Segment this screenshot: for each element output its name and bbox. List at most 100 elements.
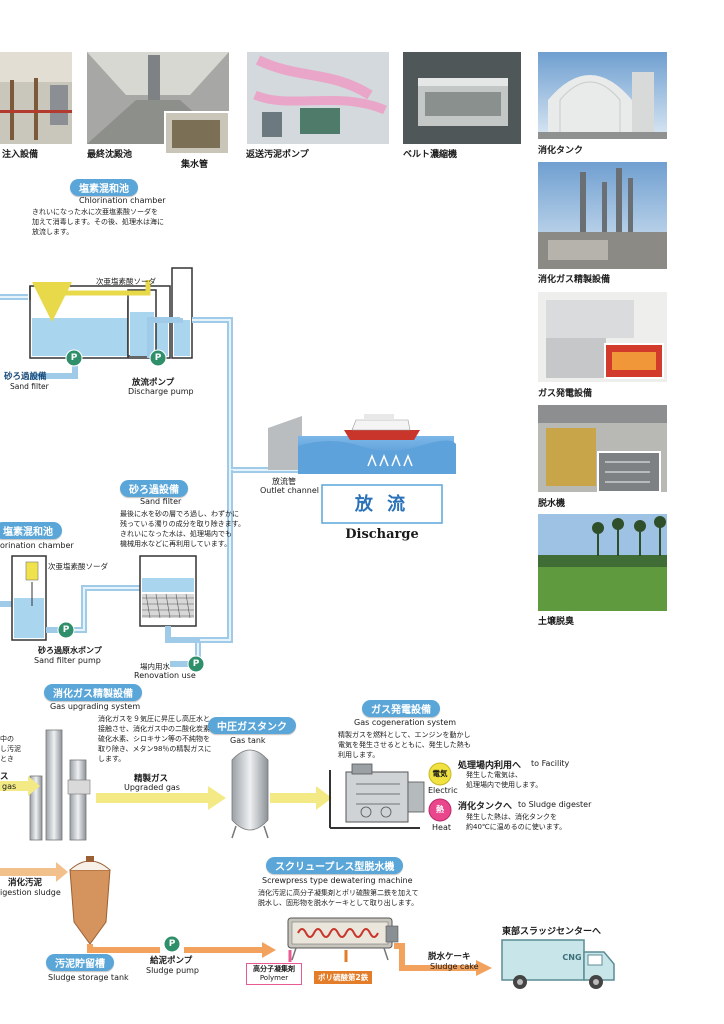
cogeneration-desc-1: 精製ガスを燃料として、エンジンを動かし: [338, 731, 471, 739]
discharge-pump-en: Discharge pump: [128, 387, 194, 396]
discharge-en: Discharge: [345, 527, 419, 542]
caption-soil-deodorization: 土壌脱臭: [538, 617, 575, 627]
heat-en: Heat: [432, 823, 451, 832]
cogeneration-desc-3: 利用します。: [338, 751, 380, 759]
chlorination-top-en: Chlorination chamber: [79, 196, 166, 205]
cogeneration-engine: [329, 762, 452, 829]
digestion-gas-left-en: gas: [2, 782, 17, 791]
to-sludge-center: 東部スラッジセンターへ: [502, 927, 602, 937]
photo-final-clarifier: [87, 52, 230, 155]
caption-collector-pipe: 集水管: [181, 160, 209, 170]
sand-filter-pump-jp: 砂ろ過原水ポンプ: [38, 646, 102, 655]
chlorination-top-title: 塩素混和池: [70, 179, 138, 196]
to-digester-desc-1: 発生した熱は、消化タンクを: [466, 813, 557, 821]
pump-label-sand-return: P: [70, 353, 78, 363]
storage-tank-title: 汚泥貯留槽: [46, 954, 114, 971]
discharge-pump-jp: 放流ポンプ: [132, 378, 175, 388]
discharge-jp: 放 流: [354, 494, 410, 515]
photo-soil-deodorization: [538, 514, 667, 611]
photo-dewatering-machine: [538, 405, 667, 493]
discharge-box: [321, 484, 443, 524]
caption-digestion-tank: 消化タンク: [538, 146, 584, 156]
gas-upgrading-columns: [0, 729, 226, 841]
photo-belt-thickener: [403, 52, 521, 144]
caption-return-sludge-pump: 返送汚泥ポンプ: [246, 150, 309, 160]
pump-label-discharge: P: [154, 353, 162, 363]
chlorination-top-desc-1: きれいになった水に次亜塩素酸ソーダを: [32, 208, 158, 216]
electric-badge-label: 電気: [432, 769, 448, 778]
storage-tank-en: Sludge storage tank: [48, 973, 129, 982]
sand-filter-desc-1: 最後に水を砂の層でろ過し、わずかに: [120, 510, 239, 518]
photo-digestion-tank: [538, 52, 667, 139]
upgraded-gas-jp: 精製ガス: [134, 774, 169, 784]
sand-filter-desc-4: 機械用水などに再利用しています。: [120, 540, 232, 548]
cogeneration-en: Gas cogeneration system: [354, 718, 457, 727]
photo-gas-upgrading: [538, 162, 667, 269]
chlorination-mid-title: 塩素混和池: [0, 522, 62, 539]
truck-icon: [501, 939, 615, 989]
sludge-storage-tank: [0, 856, 276, 958]
pump-label-sand-filter: P: [62, 625, 70, 635]
polymer-box: 高分子凝集剤 Polymer: [246, 963, 302, 985]
to-digester-jp: 消化タンクへ: [458, 802, 513, 812]
to-facility-en: to Facility: [531, 759, 570, 768]
chlorination-top-desc-3: 放流します。: [32, 228, 74, 236]
sand-filter-top-en: Sand filter: [10, 382, 49, 391]
gas-upgrading-en: Gas upgrading system: [50, 702, 141, 711]
chlorination-chamber-mid: [0, 555, 47, 641]
sludge-pump-jp: 給泥ポンプ: [150, 956, 193, 966]
sludge-pump-en: Sludge pump: [146, 966, 200, 975]
sand-filter-chemical: 次亜塩素酸ソーダ: [48, 562, 108, 571]
renovation-use-en: Renovation use: [134, 671, 196, 680]
cogeneration-desc-2: 電気を発生させるとともに、発生した熱も: [338, 741, 471, 749]
digestion-gas-left-jp: ス: [0, 772, 9, 782]
polymer-jp: 高分子凝集剤: [253, 965, 295, 973]
ferric-sulfate-box: ポリ硫酸第2鉄: [314, 971, 373, 984]
digested-sludge-en: igestion sludge: [0, 888, 61, 897]
sand-filter-top-jp: 砂ろ過設備: [4, 372, 47, 382]
gas-upgrading-left-1: 中の: [0, 735, 14, 743]
pump-label-renovation: P: [192, 659, 200, 669]
sand-filter-title: 砂ろ過設備: [120, 480, 188, 497]
pump-icon-sand-return: [65, 349, 83, 367]
photo-gas-generator: [538, 292, 667, 382]
outlet-channel-en: Outlet channel: [260, 486, 319, 495]
gas-upgrading-left-2: し汚泥: [0, 745, 21, 753]
sand-filter-en: Sand filter: [140, 497, 182, 506]
gas-tank-en: Gas tank: [230, 736, 266, 745]
gas-upgrading-desc-5: します。: [98, 755, 126, 763]
renovation-use-jp: 場内用水: [140, 662, 170, 671]
digested-sludge-jp: 消化汚泥: [8, 878, 43, 888]
gas-tank-title: 中圧ガスタンク: [208, 717, 296, 734]
gas-upgrading-desc-4: 取り除き、メタン98％の精製ガスに: [98, 745, 212, 753]
pump-icon-sand-filter: [57, 621, 75, 639]
sand-filter-pump-en: Sand filter pump: [34, 656, 101, 665]
chlorination-top-desc-2: 加えて消毒します。その後、処理水は海に: [32, 218, 164, 226]
dewatering-title: スクリュープレス型脱水機: [266, 857, 404, 874]
dewatering-desc-2: 脱水し、固形物を脱水ケーキとして取り出します。: [258, 899, 419, 907]
to-facility-jp: 処理場内利用へ: [458, 761, 522, 771]
gas-tank-vessel: [231, 749, 332, 839]
to-digester-en: to Sludge digester: [518, 800, 592, 809]
photo-return-sludge-pump: [247, 52, 389, 144]
pump-label-sludge: P: [168, 939, 176, 949]
pump-icon-sludge: [163, 935, 181, 953]
electric-en: Electric: [428, 786, 458, 795]
to-facility-desc-2: 処理場内で使用します。: [466, 781, 543, 789]
dewatering-desc-1: 消化汚泥に高分子凝集剤とポリ硫酸第二鉄を加えて: [258, 889, 419, 897]
caption-dewatering: 脱水機: [538, 499, 566, 509]
gas-upgrading-desc-2: 接触させ、消化ガス中の二酸化炭素、: [98, 725, 217, 733]
polymer-en: Polymer: [259, 974, 289, 982]
heat-badge-label: 熱: [436, 805, 444, 814]
sludge-cake-en: Sludge cake: [430, 962, 479, 971]
pump-icon-renovation: [187, 655, 205, 673]
outlet-channel-jp: 放流管: [272, 477, 296, 486]
upgraded-gas-en: Upgraded gas: [124, 783, 180, 792]
gas-upgrading-desc-3: 硫化水素、シロキサン等の不純物を: [98, 735, 210, 743]
truck-cng-label: CNG: [562, 953, 582, 962]
gas-upgrading-title: 消化ガス精製設備: [44, 684, 142, 701]
cogeneration-title: ガス発電設備: [362, 700, 440, 717]
gas-upgrading-desc-1: 消化ガスを９気圧に昇圧し高圧水と: [98, 715, 210, 723]
sludge-cake-jp: 脱水ケーキ: [428, 952, 471, 962]
